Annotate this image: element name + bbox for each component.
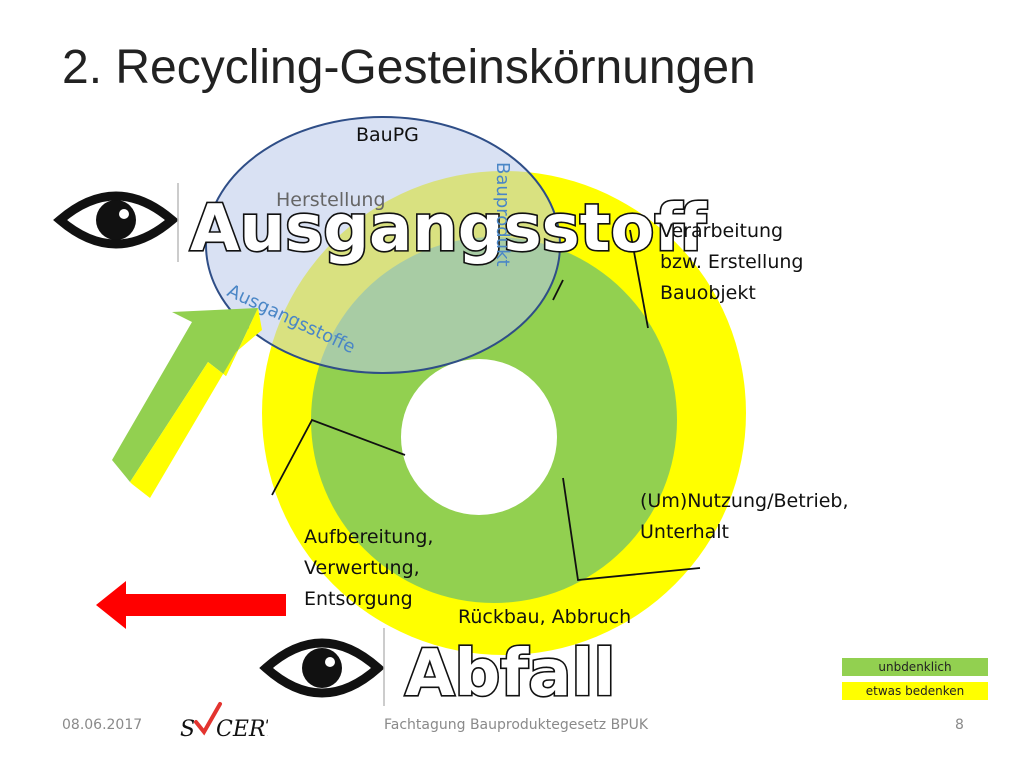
legend-item-unbedenklich: unbdenklich: [842, 658, 988, 676]
stage-aufbereitung-line-3: Entsorgung: [304, 588, 413, 610]
stage-nutzung-line-1: (Um)Nutzung/Betrieb,: [640, 490, 849, 512]
ring-hole: [401, 359, 557, 515]
stage-verarbeitung: Verarbeitung bzw. Erstellung Bauobjekt: [660, 216, 803, 309]
baupg-ellipse: [205, 116, 561, 374]
scert-logo-mark: S CERT: [180, 702, 282, 742]
footer-date: 08.06.2017: [62, 717, 143, 733]
green-yellow-arrow-icon: [112, 308, 262, 498]
footer-event: Fachtagung Bauproduktegesetz BPUK: [384, 717, 649, 733]
stage-verarbeitung-line-3: Bauobjekt: [660, 282, 756, 304]
legend-item-etwas-bedenken: etwas bedenken: [842, 682, 988, 700]
stage-verarbeitung-line-1: Verarbeitung: [660, 220, 784, 242]
stage-aufbereitung-line-2: Verwertung,: [304, 557, 420, 579]
eye-icon: [53, 191, 179, 249]
bauprodukt-label: Bauprodukt: [492, 162, 513, 267]
stage-nutzung: (Um)Nutzung/Betrieb, Unterhalt: [640, 486, 849, 548]
eye-icon: [259, 638, 385, 698]
scert-logo: S CERT: [178, 700, 282, 742]
slide-title: 2. Recycling-Gesteinskörnungen: [62, 41, 756, 94]
stage-aufbereitung: Aufbereitung, Verwertung, Entsorgung: [304, 522, 433, 615]
big-word-abfall: Abfall: [405, 637, 615, 711]
red-arrow-icon: [96, 581, 286, 629]
svg-text:S: S: [180, 717, 195, 742]
page-number: 8: [955, 717, 964, 733]
stage-nutzung-line-2: Unterhalt: [640, 521, 729, 543]
stage-aufbereitung-line-1: Aufbereitung,: [304, 526, 434, 548]
stage-rueckbau: Rückbau, Abbruch: [458, 606, 632, 628]
big-word-ausgangsstoff: Ausgangsstoff: [190, 192, 707, 266]
segment-dividers: [271, 229, 701, 581]
stage-verarbeitung-line-2: bzw. Erstellung: [660, 251, 804, 273]
herstellung-label: Herstellung: [276, 189, 386, 211]
baupg-label: BauPG: [356, 124, 419, 146]
svg-text:CERT: CERT: [216, 717, 268, 742]
